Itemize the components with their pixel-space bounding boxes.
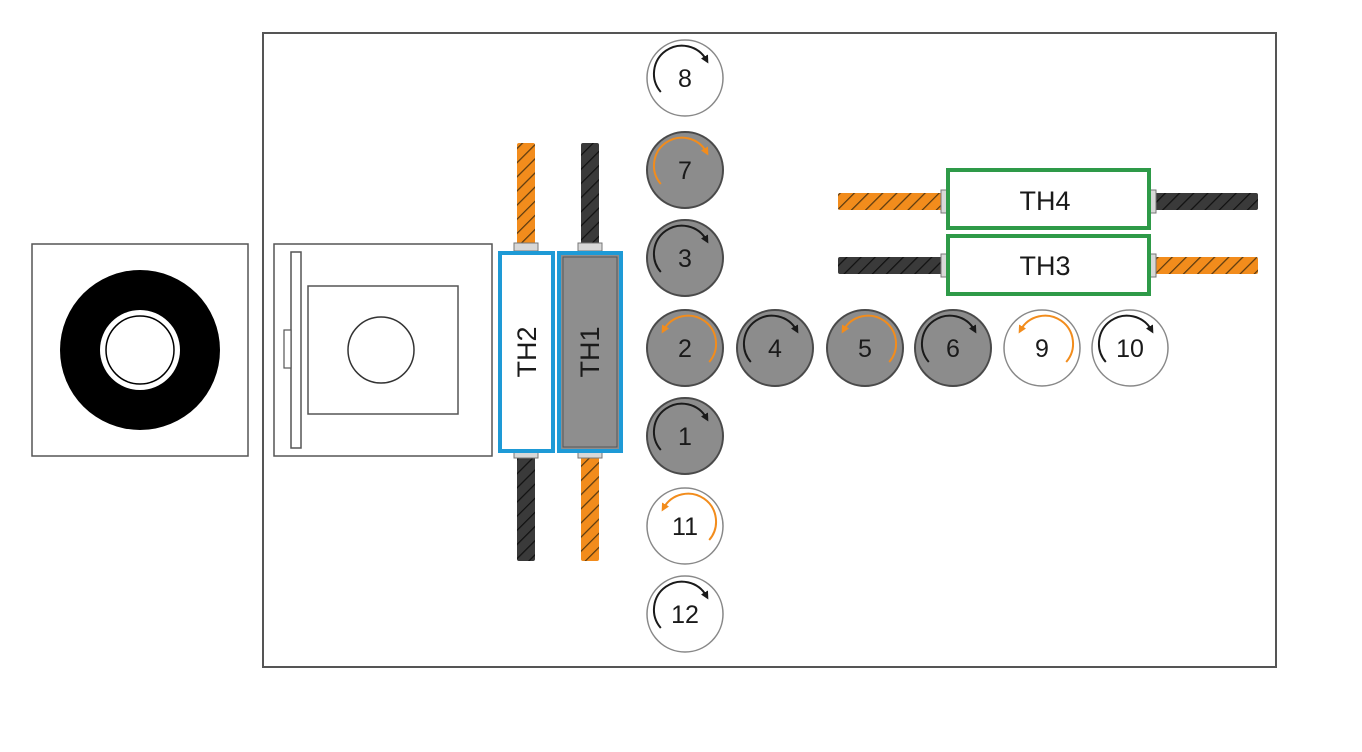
rotation-arrow-icon xyxy=(652,44,709,93)
rotation-arrow-icon xyxy=(1018,314,1075,363)
rotation-arrow-icon xyxy=(661,314,718,363)
roller-number: 6 xyxy=(946,335,960,363)
rod-th4-right xyxy=(1152,193,1258,210)
rotation-arrow-icon xyxy=(652,402,709,451)
coil-inner-ring xyxy=(105,315,175,385)
roller-number: 10 xyxy=(1116,335,1144,363)
roller-12: 12 xyxy=(646,575,724,653)
rod-th1-top-cap xyxy=(577,242,603,252)
th2-box: TH2 xyxy=(498,251,555,453)
rotation-arrow-icon xyxy=(652,224,709,273)
rotation-arrow-icon xyxy=(841,314,898,363)
th4-box: TH4 xyxy=(946,168,1151,230)
roller-2: 2 xyxy=(646,309,724,387)
rod-th1-top xyxy=(581,143,599,246)
th2-label: TH2 xyxy=(512,326,542,377)
rotation-arrow-icon xyxy=(742,314,799,363)
roller-1: 1 xyxy=(646,397,724,475)
roller-number: 3 xyxy=(678,245,692,273)
roller-number: 7 xyxy=(678,157,692,185)
th3-box: TH3 xyxy=(946,234,1151,296)
roller-11: 11 xyxy=(646,487,724,565)
roller-9: 9 xyxy=(1003,309,1081,387)
rotation-arrow-icon xyxy=(661,492,718,541)
roller-number: 11 xyxy=(672,513,698,541)
rotation-arrow-icon xyxy=(652,580,709,629)
roller-6: 6 xyxy=(914,309,992,387)
roller-number: 1 xyxy=(678,423,692,451)
th3-label: TH3 xyxy=(1019,251,1070,281)
roller-4: 4 xyxy=(736,309,814,387)
rod-th2-bottom xyxy=(517,455,535,561)
rotation-arrow-icon xyxy=(920,314,977,363)
vertical-rods xyxy=(513,143,603,561)
roller-number: 12 xyxy=(671,601,699,629)
rod-th3-right xyxy=(1152,257,1258,274)
th1-label: TH1 xyxy=(575,326,605,377)
rod-th3-left xyxy=(838,257,946,274)
th4-label: TH4 xyxy=(1019,186,1070,216)
roller-number: 4 xyxy=(768,335,782,363)
th1-box: TH1 xyxy=(557,251,623,453)
coil-center-icon xyxy=(100,310,180,390)
rod-th2-top xyxy=(517,143,535,246)
roller-number: 2 xyxy=(678,335,692,363)
coil-unit xyxy=(31,243,249,457)
rotation-arrow-icon xyxy=(652,136,709,185)
roller-number: 5 xyxy=(858,335,872,363)
rod-th2-top-cap xyxy=(513,242,539,252)
uncoiler-plate xyxy=(290,251,302,449)
horizontal-rods xyxy=(838,189,1258,278)
uncoiler-unit xyxy=(273,243,493,457)
roller-8: 8 xyxy=(646,39,724,117)
roller-number: 8 xyxy=(678,65,692,93)
uncoiler-hub xyxy=(283,329,292,369)
roller-5: 5 xyxy=(826,309,904,387)
rod-th1-bottom xyxy=(581,455,599,561)
roller-3: 3 xyxy=(646,219,724,297)
roller-10: 10 xyxy=(1091,309,1169,387)
roller-number: 9 xyxy=(1035,335,1049,363)
roller-7: 7 xyxy=(646,131,724,209)
rotation-arrow-icon xyxy=(1097,314,1154,363)
uncoiler-mandrel-icon xyxy=(347,316,415,384)
rod-th4-left xyxy=(838,193,946,210)
